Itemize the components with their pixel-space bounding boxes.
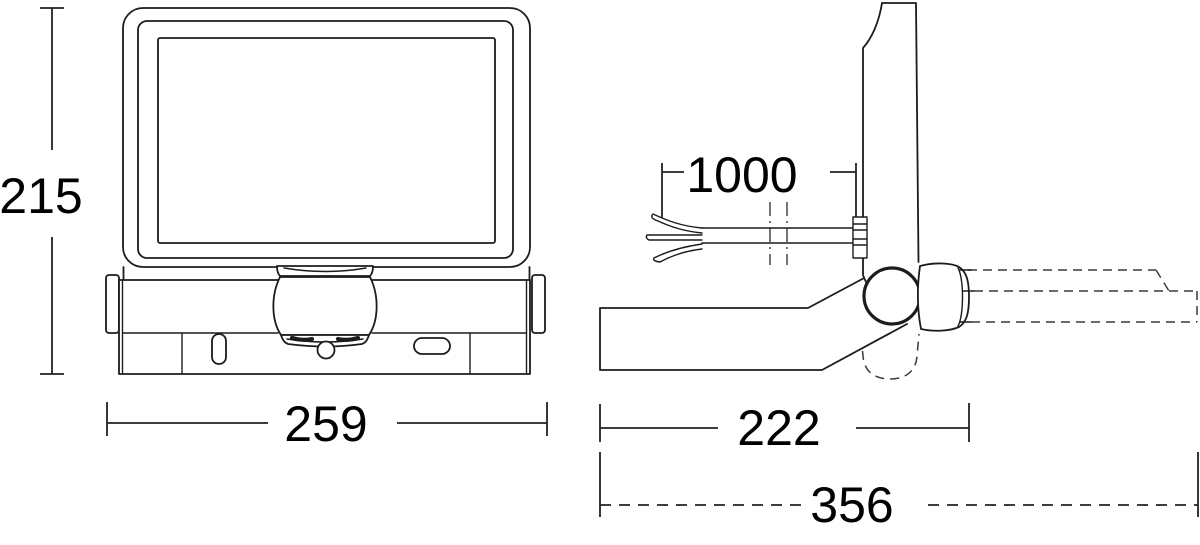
base-inner-walls <box>121 279 528 375</box>
bracket-arm-fill <box>600 277 907 370</box>
sensor-bottom-marks <box>289 335 361 342</box>
head-lens <box>157 37 496 244</box>
cable-connector <box>852 216 868 259</box>
sensor-barrel <box>272 276 378 336</box>
side-view <box>599 2 1198 380</box>
cable-slot <box>211 333 227 365</box>
dimension-width-label: 259 <box>284 396 367 452</box>
dimension-overall-depth: 356 <box>599 452 1199 533</box>
dimension-height-line <box>40 7 64 375</box>
dimension-cable-length-line <box>661 163 857 218</box>
connection-cable <box>645 202 868 265</box>
dimension-bracket-depth-line <box>599 403 970 442</box>
head-outline <box>122 7 531 268</box>
bracket-arm-side <box>599 276 908 371</box>
sensor-head-side <box>916 262 970 332</box>
dimension-overall-depth-ticks <box>599 452 1199 517</box>
right-end-cap <box>531 274 546 334</box>
wire-bottom <box>652 243 703 263</box>
dimension-cable-length: 1000 <box>661 147 857 218</box>
cable-lines <box>701 227 854 244</box>
cable-break-marks <box>769 202 788 265</box>
wire-top <box>651 213 703 234</box>
dimension-height: 215 <box>0 7 83 375</box>
sensor-head-ticks <box>959 269 975 323</box>
dimension-width: 259 <box>106 396 548 452</box>
alt-chamfer-dash <box>1155 269 1170 292</box>
wire-ends <box>645 213 703 263</box>
head-side-back <box>881 2 920 263</box>
sensor-clip-curve <box>283 267 367 273</box>
label-plate <box>413 337 451 355</box>
head-frame <box>137 20 514 259</box>
head-base-joint <box>122 266 531 281</box>
alt-position-dashed-outline <box>968 269 1198 323</box>
left-end-cap <box>105 274 120 334</box>
dimension-bracket-depth: 222 <box>599 400 970 456</box>
dimension-cable-length-label: 1000 <box>686 147 797 203</box>
pivot-joint <box>862 266 922 326</box>
connector-ribs <box>852 223 868 246</box>
sensor-head-face-line <box>957 267 964 327</box>
front-view <box>105 7 546 375</box>
base-dividers <box>181 332 471 375</box>
wire-middle <box>645 234 703 241</box>
sensor-knob <box>316 340 336 360</box>
dimension-height-label: 215 <box>0 168 83 224</box>
alt-sensor-dashed-outline <box>860 333 920 380</box>
dimension-bracket-depth-label: 222 <box>737 400 820 456</box>
dimension-width-line <box>106 402 548 436</box>
dimension-overall-depth-label: 356 <box>810 477 893 533</box>
head-side-fill <box>863 3 919 298</box>
